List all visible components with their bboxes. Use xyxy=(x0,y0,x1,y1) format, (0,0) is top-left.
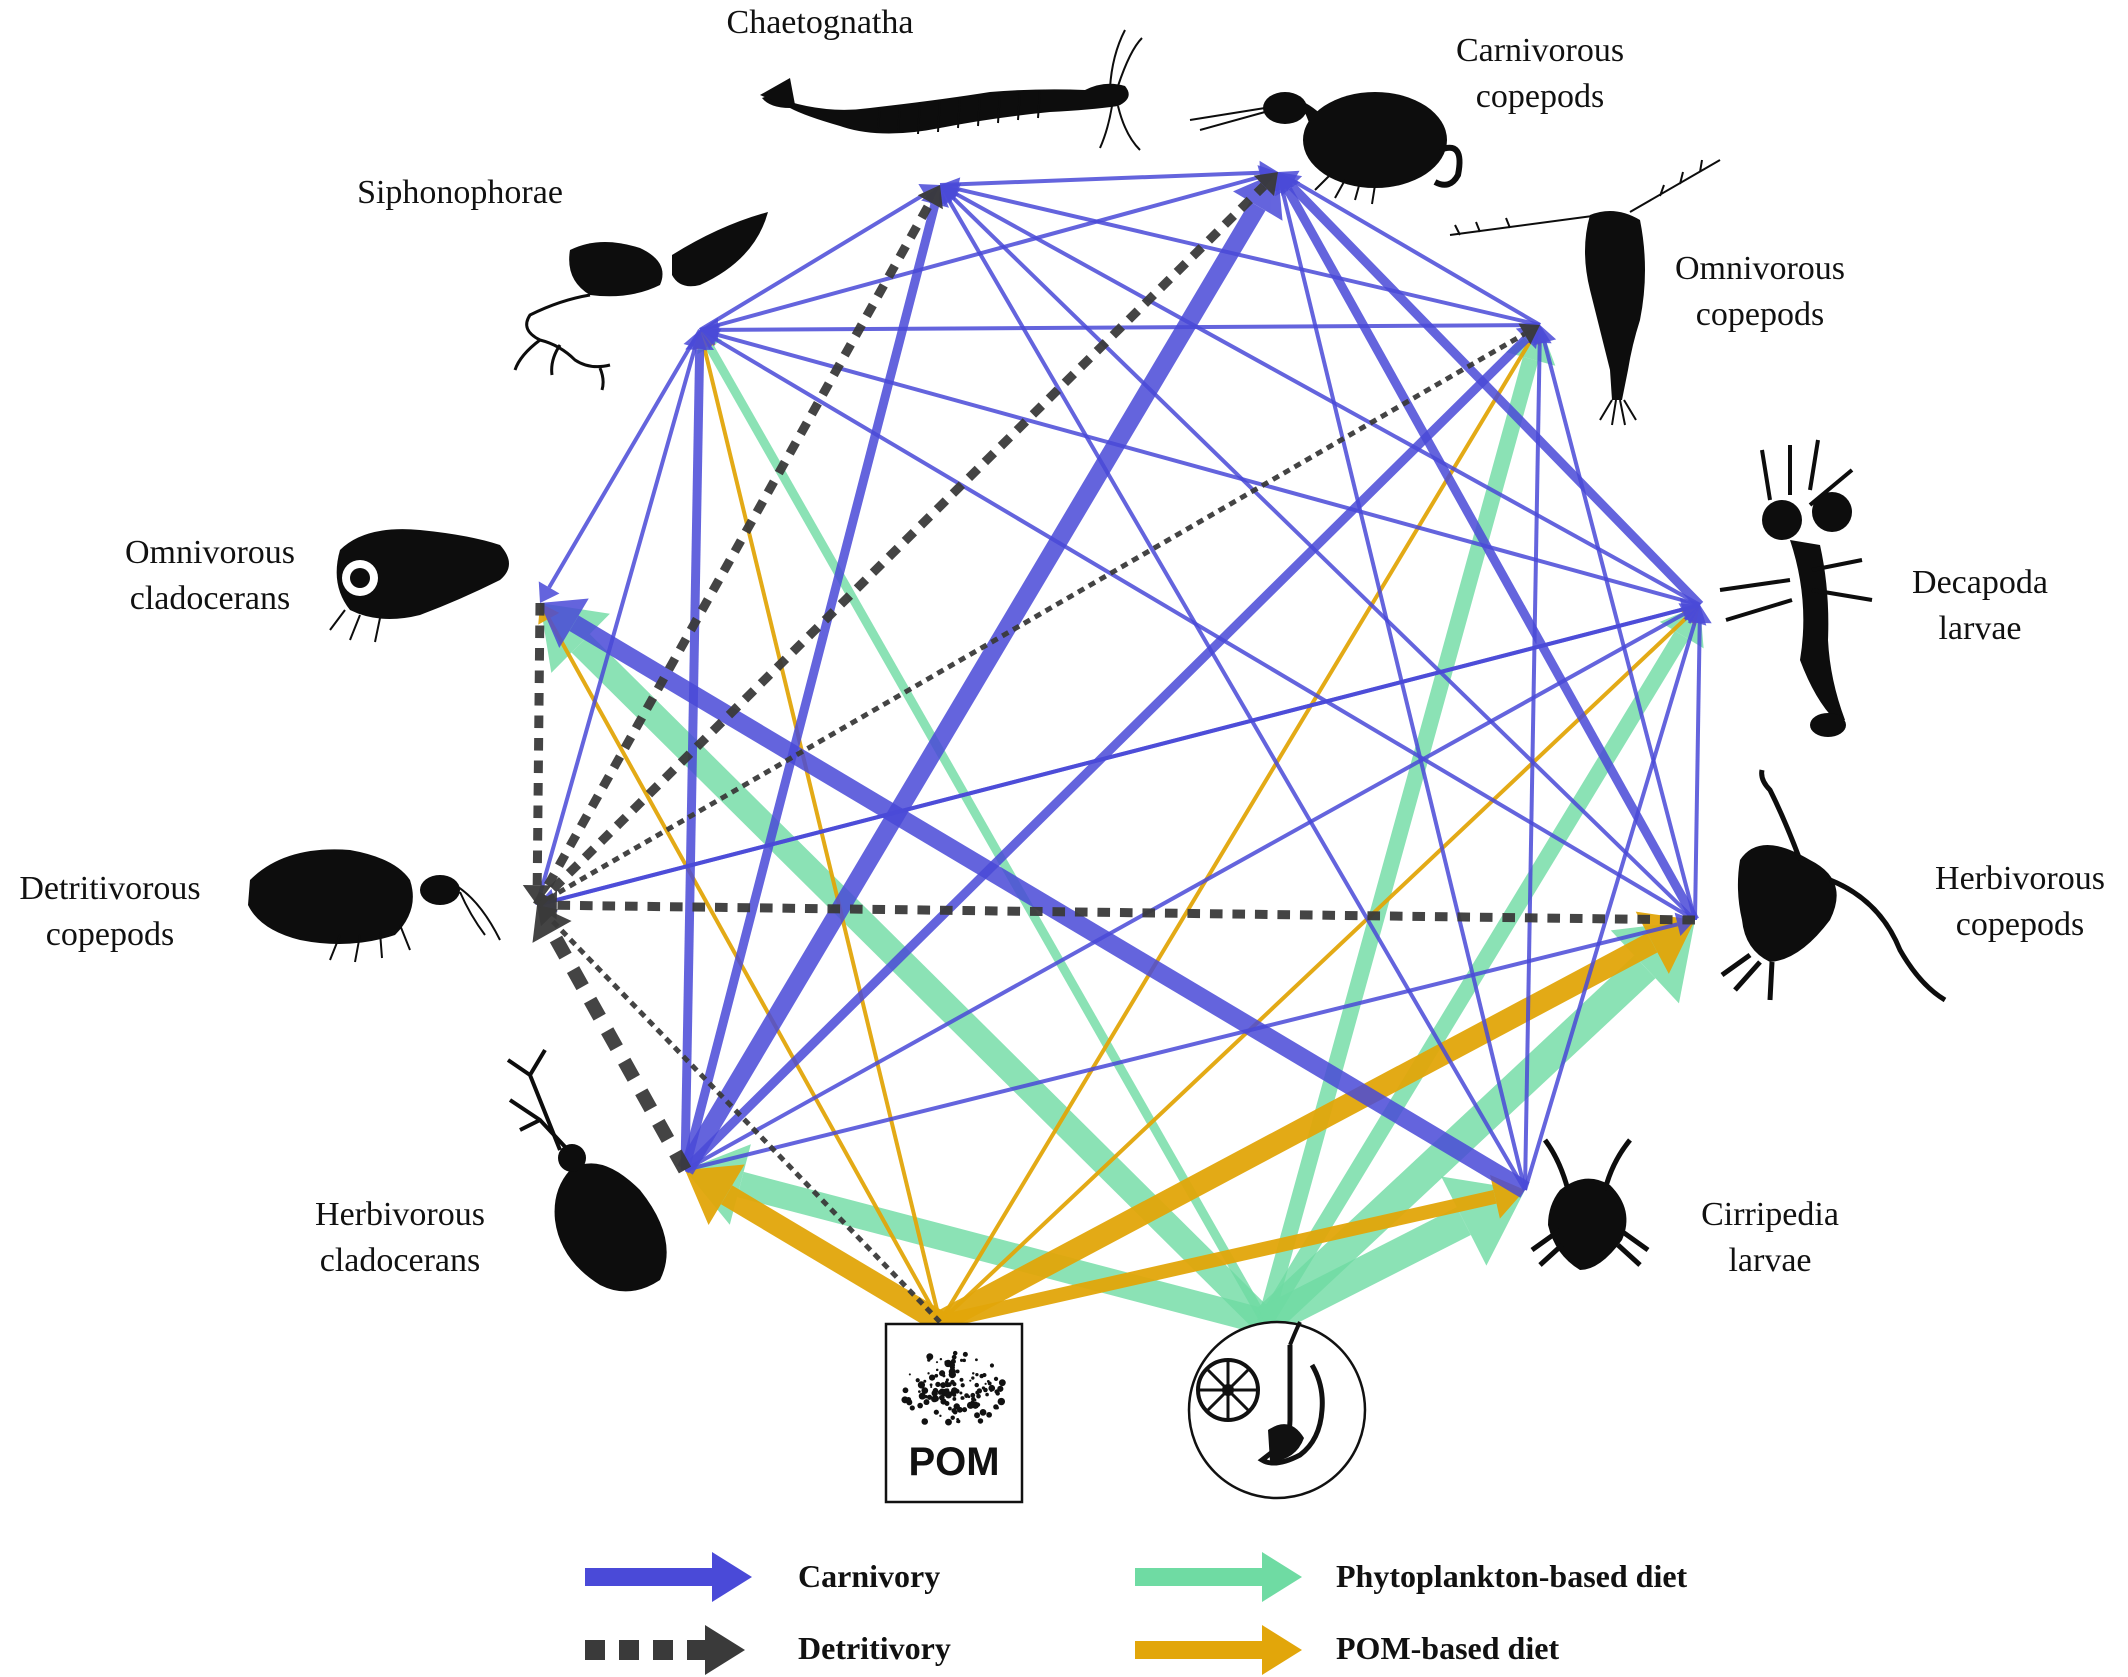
legend-pom-label: POM-based diet xyxy=(1336,1630,1560,1666)
cladoceran-icon xyxy=(329,529,509,643)
daphnia-icon xyxy=(506,1048,667,1292)
legend-phytoplankton-label: Phytoplankton-based diet xyxy=(1336,1558,1688,1594)
label-siphonophorae: Siphonophorae xyxy=(357,174,563,211)
link-detc-to-siph xyxy=(535,330,707,906)
legend-detritivory-label: Detritivory xyxy=(798,1630,951,1666)
siphonophore-icon xyxy=(513,212,768,391)
legend-pom-arrow xyxy=(1135,1625,1302,1675)
link-detc-to-chaet xyxy=(533,185,943,908)
legend-carnivory-label: Carnivory xyxy=(798,1558,941,1594)
decapod-larva-icon xyxy=(1719,439,1873,737)
link-detc-to-deca xyxy=(536,597,1700,907)
phytoplankton-source-node xyxy=(1187,1320,1367,1500)
link-cirr-to-omnc xyxy=(1523,325,1552,1191)
omnivorous-copepod-icon xyxy=(1449,159,1721,426)
legend-detritivory-arrow xyxy=(585,1625,745,1675)
herbivorous-copepod-icon xyxy=(1720,769,1947,1003)
detritivorous-copepod-icon xyxy=(248,849,501,963)
link-siph-to-omncl xyxy=(538,328,702,603)
legend-carnivory-arrow xyxy=(585,1552,752,1602)
link-detc-to-carnc xyxy=(533,172,1278,909)
pom-particles-icon xyxy=(901,1350,1006,1426)
chaetognath-icon xyxy=(760,29,1143,151)
link-cirr-to-deca xyxy=(1523,605,1707,1191)
legend-phytoplankton-arrow xyxy=(1135,1552,1302,1602)
pom-label: POM xyxy=(908,1440,1000,1484)
link-omnc-to-carnc xyxy=(1278,170,1542,327)
trophic-links xyxy=(522,160,1712,1336)
link-pom-to-cirr xyxy=(938,1174,1525,1329)
link-herbc-to-detc xyxy=(537,890,1696,925)
link-omncl-to-detc xyxy=(522,602,552,905)
carnivorous-copepod-icon xyxy=(1189,92,1463,205)
link-herbcl-to-detc xyxy=(532,905,692,1174)
link-pom-to-herbcl xyxy=(685,1164,946,1332)
label-chaetognatha: Chaetognatha xyxy=(726,4,914,41)
pom-source-node xyxy=(884,1322,1024,1504)
cirripedia-larva-icon xyxy=(1530,1138,1650,1270)
phytoplankton-icon xyxy=(1196,1321,1325,1466)
link-detc-to-omnc xyxy=(535,323,1540,908)
